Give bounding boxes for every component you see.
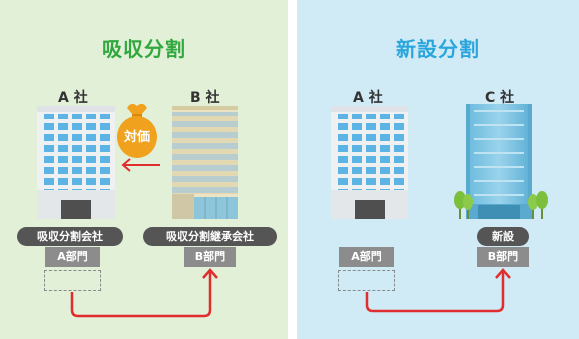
panel-title: 新設分割 xyxy=(396,37,480,61)
dept-a-box: A部門 xyxy=(45,247,100,267)
arrow-left-icon xyxy=(121,158,160,172)
arrow-up-icon xyxy=(70,268,218,318)
new-company-badge: 新設 xyxy=(477,227,529,246)
money-bag-icon xyxy=(117,103,157,158)
absorption-company-badge: 吸収分割会社 xyxy=(17,227,123,246)
dept-b-box: B部門 xyxy=(477,247,529,267)
tree-icon xyxy=(454,191,473,219)
dept-a-empty-slot xyxy=(44,270,101,291)
dept-a-box: A部門 xyxy=(339,247,394,267)
dept-a-empty-slot xyxy=(338,270,395,291)
low-building-icon xyxy=(172,106,238,219)
company-c-label: C 社 xyxy=(485,90,515,106)
absorption-split-panel: 吸収分割 A 社 B 社 吸収分割会社 吸収分割継承会社 A部門 B部門 xyxy=(0,0,288,339)
company-a-label: A 社 xyxy=(353,90,383,106)
office-building-icon xyxy=(37,106,115,219)
tree-icon xyxy=(528,191,548,219)
glass-tower-icon xyxy=(466,104,532,219)
consideration-text: 対価 xyxy=(123,129,150,145)
arrow-up-icon xyxy=(365,268,511,313)
dept-b-box: B部門 xyxy=(184,247,236,267)
company-a-label: A 社 xyxy=(58,90,88,106)
office-building-icon xyxy=(331,106,408,219)
panel-title: 吸収分割 xyxy=(102,37,186,61)
successor-company-badge: 吸収分割継承会社 xyxy=(143,227,277,246)
company-b-label: B 社 xyxy=(190,90,220,106)
